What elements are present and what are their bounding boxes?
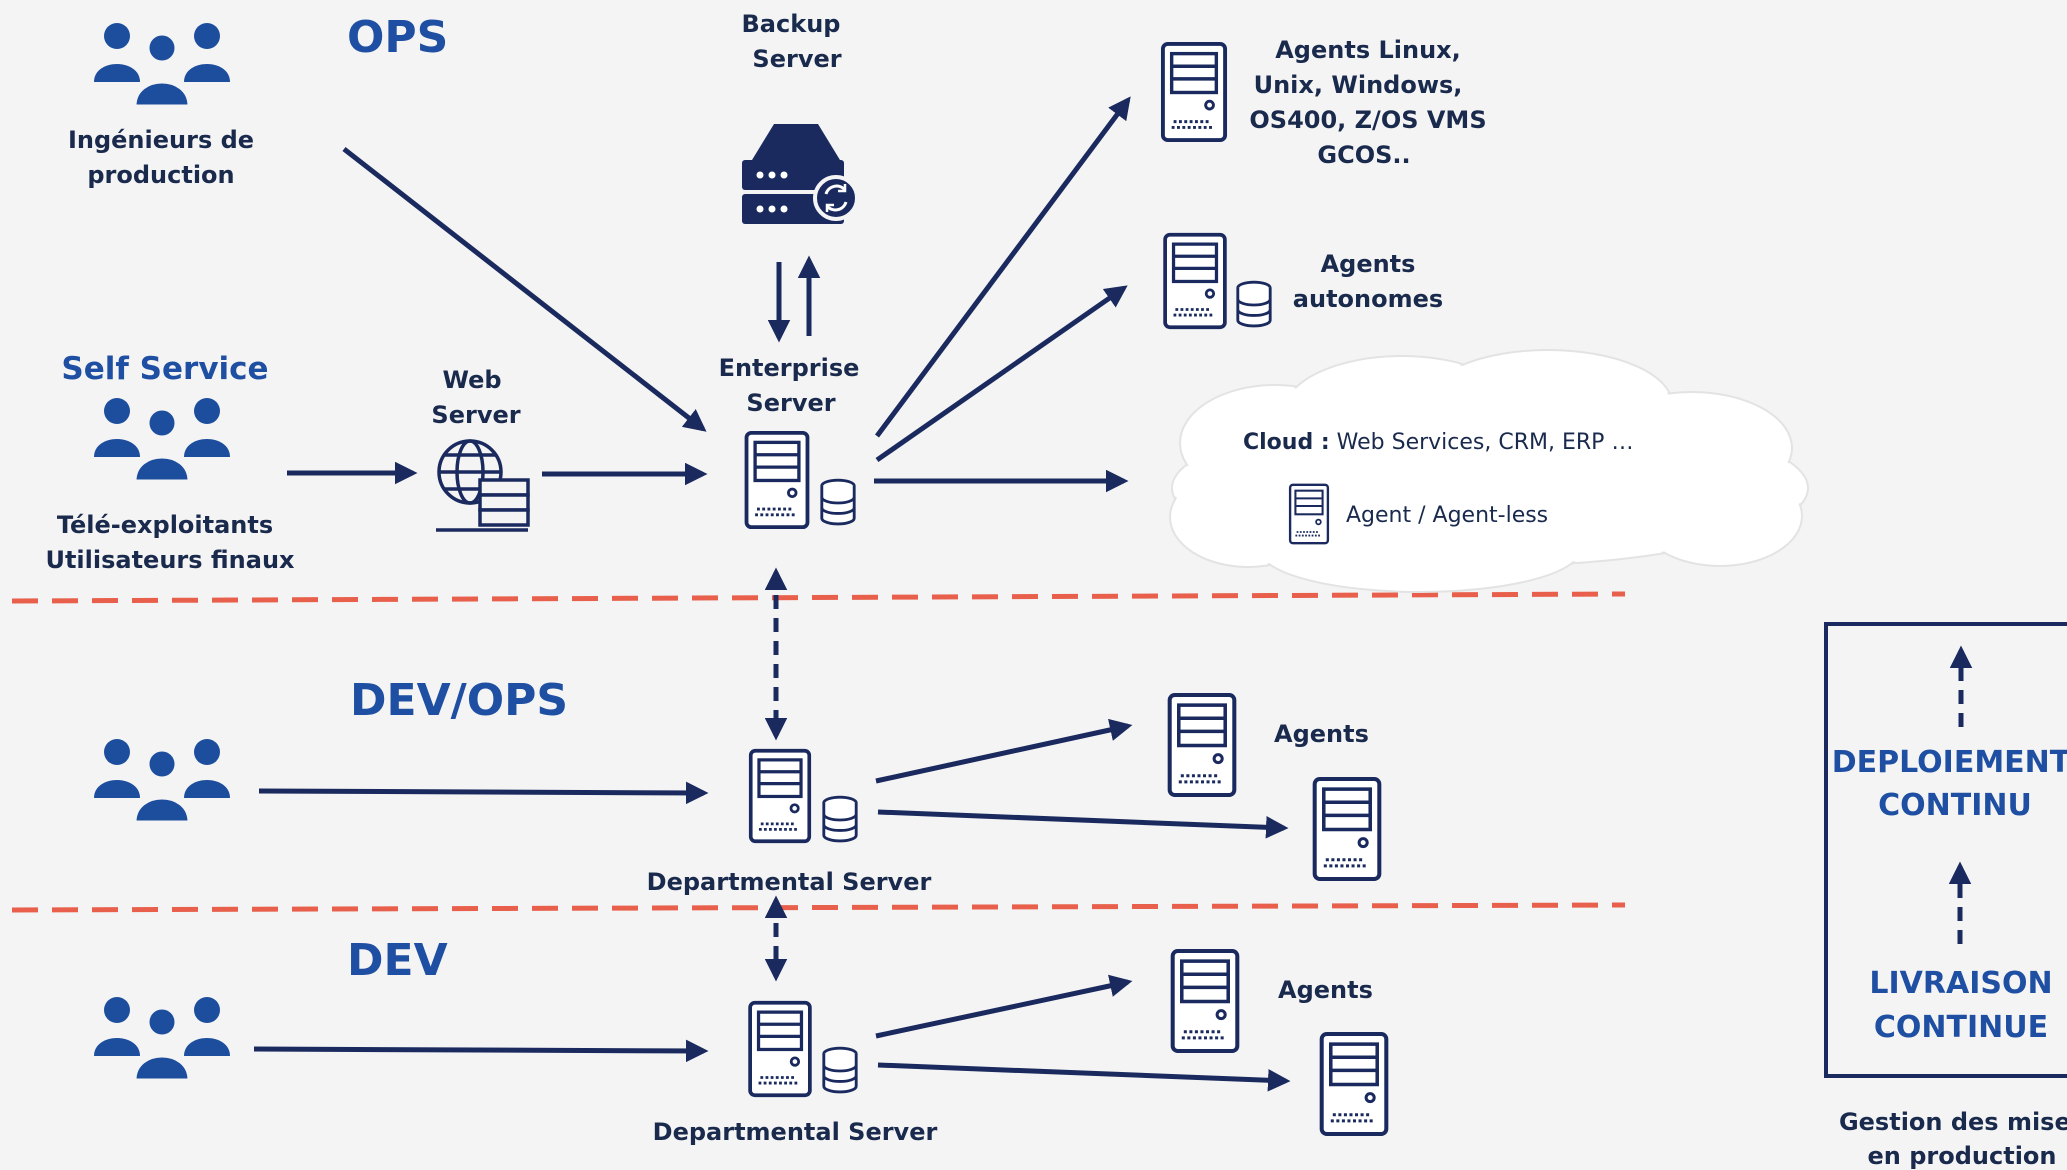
enterprise-server-icon	[744, 430, 810, 530]
dev-agents-label: Agents	[1278, 976, 1373, 1004]
cloud-fill	[1172, 352, 1806, 590]
arrow-departmental-2-to-agent-b	[877, 1062, 1291, 1092]
dev-agent-b-server-icon	[1322, 1034, 1387, 1134]
cloud-agent-label: Agent / Agent-less	[1346, 503, 1548, 528]
arrow-departmental-1-to-agent-a	[875, 718, 1133, 784]
autonomous-agent-server-icon	[1163, 232, 1227, 330]
backup-server-label-1: Backup	[742, 10, 841, 38]
arrow-departmental-1-to-agent-b	[877, 809, 1289, 839]
arrow-engineers-to-enterprise	[342, 147, 707, 432]
devops-people-icon	[92, 737, 232, 824]
cloud-agent-server-icon	[1288, 483, 1330, 545]
backup-server-label-2: Server	[752, 45, 841, 73]
livraison-label-2: CONTINUE	[1874, 1010, 2048, 1045]
arrow-enterprise-to-multi-os-agents	[874, 96, 1131, 438]
multi-os-agents-label-3: OS400, Z/OS VMS	[1249, 106, 1486, 134]
web-server-label-2: Server	[431, 401, 520, 429]
arrow-devops-people-to-departmental	[258, 781, 709, 805]
operators-people-icon	[92, 396, 232, 483]
cloud-label-bold: Cloud :	[1243, 430, 1330, 455]
prod-engineers-people-icon	[92, 21, 232, 108]
pipeline-box	[1824, 622, 2067, 1078]
departmental-server-1-database-icon	[822, 795, 858, 843]
departmental-server-2-label: Departmental Server	[653, 1118, 938, 1146]
departmental-server-2-icon	[748, 1000, 812, 1098]
devops-agent-b-server-icon	[1315, 779, 1380, 879]
autonomous-agents-label-1: Agents	[1321, 250, 1416, 278]
operators-label-2: Utilisateurs finaux	[45, 546, 295, 574]
backup-server-icon	[742, 124, 859, 224]
web-server-label-1: Web	[442, 366, 501, 394]
enterprise-server-label-1: Enterprise	[719, 354, 860, 382]
divider-ops-devops	[11, 591, 1626, 604]
livraison-label-1: LIVRAISON	[1869, 966, 2052, 1001]
zone-title-ops: OPS	[347, 12, 448, 63]
arrow-departmental-2-to-agent-a	[875, 974, 1133, 1039]
cloud-label-services: Web Services, CRM, ERP …	[1330, 430, 1634, 455]
zone-title-dev: DEV	[347, 935, 448, 986]
operators-label-1: Télé-exploitants	[57, 511, 273, 539]
pipeline-caption-1: Gestion des mises	[1839, 1108, 2067, 1136]
web-server-icon	[436, 439, 530, 532]
deploiement-label-2: CONTINU	[1878, 788, 2032, 823]
enterprise-server-label-2: Server	[746, 389, 835, 417]
autonomous-agents-label-2: autonomes	[1293, 285, 1443, 313]
enterprise-database-icon	[820, 478, 856, 526]
dev-people-icon	[92, 995, 232, 1082]
arrow-enterprise-to-autonomous-agents	[875, 285, 1128, 463]
prod-engineers-label-1: Ingénieurs de	[68, 126, 254, 154]
departmental-server-1-icon	[748, 748, 812, 844]
dev-agent-a-server-icon	[1173, 951, 1238, 1051]
arrow-dev-people-to-departmental	[253, 1039, 709, 1063]
multi-os-agents-label-2: Unix, Windows,	[1254, 71, 1463, 99]
cloud-label: Cloud : Web Services, CRM, ERP …	[1243, 430, 1633, 455]
devops-agents-label: Agents	[1274, 720, 1369, 748]
departmental-server-2-database-icon	[822, 1046, 858, 1094]
devops-agent-a-server-icon	[1170, 695, 1235, 795]
pipeline-caption-2: en production	[1868, 1142, 2057, 1170]
divider-devops-dev	[11, 902, 1626, 913]
autonomous-agent-database-icon	[1236, 280, 1272, 328]
departmental-server-1-label: Departmental Server	[647, 868, 932, 896]
multi-os-agents-label-4: GCOS..	[1317, 141, 1410, 169]
multi-os-agents-label-1: Agents Linux,	[1275, 36, 1461, 64]
self-service-title: Self Service	[61, 351, 268, 387]
prod-engineers-label-2: production	[87, 161, 234, 189]
deploiement-label-1: DEPLOIEMENT	[1832, 745, 2067, 780]
zone-title-devops: DEV/OPS	[350, 675, 568, 726]
multi-os-agent-server-icon	[1160, 41, 1228, 143]
